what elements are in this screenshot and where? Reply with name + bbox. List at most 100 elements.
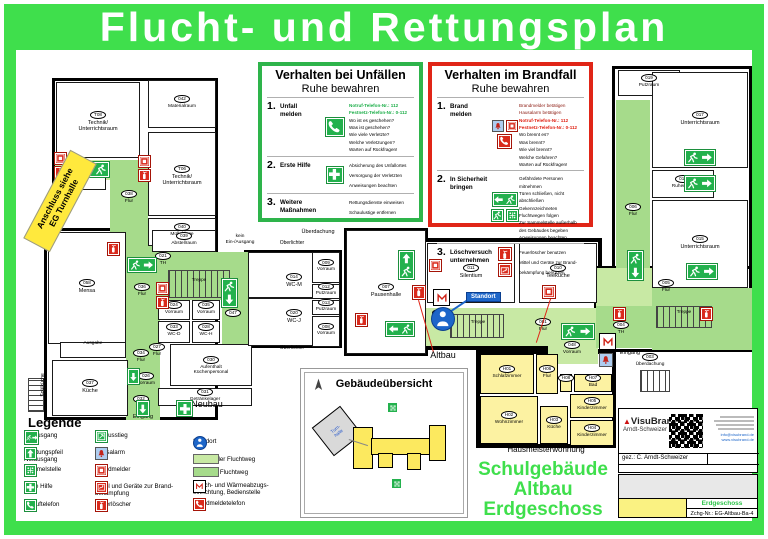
legend-item-label: Brandmeldetelefon [193, 500, 245, 507]
plan-title-band: Flucht- und Rettungsplan [4, 4, 764, 50]
instruction-line: Feuerlöscher benutzen [519, 250, 566, 256]
room-030 [170, 344, 252, 386]
overview-building-part [429, 425, 446, 461]
room-H06 [536, 354, 558, 394]
overview-title: Gebäudeübersicht [335, 378, 433, 390]
step-number: 2. [437, 173, 446, 186]
exit-r-icon [686, 263, 718, 280]
brand-subname: Arndt-Schweizer [623, 427, 668, 434]
exit-r-icon [561, 323, 595, 340]
step-icons [490, 246, 519, 278]
ha-icon [599, 353, 613, 367]
page-title: Flucht- und Rettungsplan [99, 3, 669, 50]
cp-icon [95, 464, 108, 477]
legend-item: Erste Hilfe [24, 481, 53, 494]
legend-item-label: Notausgang [24, 432, 58, 439]
run-icon [490, 209, 504, 223]
ext-icon [700, 307, 713, 321]
exit-door-icon [24, 430, 39, 445]
step-icons [490, 173, 519, 241]
plan-text: Altbau [430, 350, 456, 360]
floor-label: Erdgeschoss [687, 499, 757, 509]
room-H01 [480, 354, 534, 394]
drawing-info: Erdgeschoss Zchg-Nr.: EG-Altbau-Ba-4 [687, 499, 757, 517]
room-H04 [570, 420, 614, 446]
brand-name: VisuBrand [630, 416, 679, 427]
north-arrow-icon [312, 377, 325, 392]
instruction-line: Was ist geschehen? [349, 125, 391, 131]
standort-icon [431, 307, 455, 331]
standort-label: Standort [466, 292, 501, 302]
room-028 [192, 321, 220, 343]
drawing-number: Zchg-Nr.: EG-Altbau-Ba-4 [690, 511, 754, 517]
arr-d-icon [136, 400, 150, 417]
contact-email: info@visubrand.de [720, 432, 754, 437]
step-icons [320, 100, 349, 153]
instruction-line: Zur Sammelstelle außerhalb des Gebäudes … [519, 220, 577, 233]
exit-d-icon [627, 250, 644, 281]
instruction-line: Notruf-Telefon-Nr.: 112 [519, 117, 569, 123]
arr-d-icon [127, 368, 140, 385]
qr-code [669, 414, 703, 448]
panel-subtitle: Ruhe bewahren [301, 83, 380, 95]
cp-icon [429, 259, 442, 272]
instruction-line: Was brennt? [519, 139, 545, 145]
assembly-point-icon [387, 402, 398, 413]
overview-building-part [407, 453, 421, 470]
legend-item: Sammelstelle [24, 464, 61, 477]
rwa-icon [433, 289, 450, 306]
building-title-line3: Erdgeschoss [483, 498, 603, 520]
instruction-line: Mittel und Geräte zur Brand- bekämpfung … [519, 260, 577, 276]
stamp-cell [619, 499, 687, 517]
step-label: Unfall melden [280, 103, 302, 119]
cp-icon [138, 155, 151, 168]
step-number: 2. [267, 158, 276, 171]
plan-block-st-v [28, 378, 44, 412]
phone-r-icon [193, 498, 206, 511]
instruction-line: Gekennzeichneten Fluchtwegen folgen [519, 205, 559, 218]
standort-icon [193, 436, 207, 450]
instruction-line: Warten auf Rückfragen! [519, 161, 568, 167]
instruction-line: Anweisungen beachten [349, 182, 397, 188]
step-icons [490, 100, 519, 168]
plan-text: Treppe [191, 277, 207, 282]
legend-item: Notausstieg [95, 430, 128, 443]
step-icons [320, 159, 349, 191]
ext-icon [107, 242, 120, 256]
building-title: Schulgebäude Altbau Erdgeschoss [468, 460, 618, 519]
asm-icon [24, 464, 37, 477]
legend-item-label: Richtungspfeil Notausgang [24, 449, 63, 464]
plan-block-st-h [640, 370, 670, 392]
legend-item: Notausgang [24, 430, 58, 445]
legend-item-label: Notausstieg [95, 432, 128, 439]
step-label: Weitere Maßnahmen [280, 198, 317, 214]
instruction-line: Festnetz-Telefon-Nr.: 0-112 [349, 110, 408, 116]
room-042 [148, 80, 216, 128]
step-number: 1. [437, 100, 446, 113]
signature: gez.: C. Arndt-Schweizer [622, 455, 689, 461]
legend-item-label: Hausalarm [95, 449, 125, 456]
legend-item: Notruftelefon [24, 499, 59, 512]
plan-block-rv [616, 100, 650, 268]
step-number: 3. [437, 246, 446, 259]
step-number: 1. [267, 100, 276, 113]
plan-block-st-h [450, 314, 504, 338]
phone-r-icon [497, 133, 512, 149]
room-033 [158, 321, 190, 343]
room-T06 [148, 132, 216, 216]
contact-line [716, 424, 754, 426]
instruction-line: Wo ist es geschehen? [349, 117, 395, 123]
instruction-line: Welche Gefahren? [519, 154, 558, 160]
